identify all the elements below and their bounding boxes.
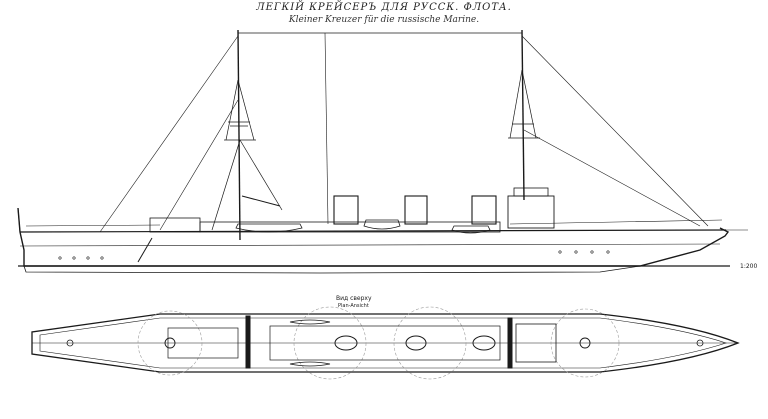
plan-view: [31, 306, 740, 380]
fore-mast-rigging-detail: [508, 69, 540, 139]
plan-main-mast-bar: [245, 315, 251, 369]
plan-deck-edge: [39, 317, 727, 369]
scale-mark: 1:200: [740, 263, 757, 270]
boat-middle: [363, 219, 401, 230]
hull-bottom: [23, 265, 641, 274]
bridge-top: [513, 187, 549, 197]
portholes: [58, 250, 610, 260]
funnel-aft: [333, 195, 359, 225]
plan-capstan-fore: [696, 339, 704, 347]
funnel-forward: [471, 195, 497, 225]
plan-funnel-middle: [405, 335, 427, 351]
plan-bridge: [515, 323, 557, 363]
plan-label: Вид сверху: [336, 295, 372, 302]
main-deck-line: [19, 229, 727, 233]
plan-funnel-forward: [472, 335, 496, 351]
main-mast: [237, 29, 241, 241]
gun-training-arcs: [137, 306, 620, 380]
ensign-staff: [17, 207, 21, 233]
plan-capstan-aft: [66, 339, 74, 347]
side-elevation: [17, 29, 748, 274]
sheer-line: [19, 243, 721, 247]
plan-boat-lower: [289, 361, 331, 367]
boat-derrick: [241, 195, 281, 207]
main-mast-rigging-detail: [211, 79, 283, 231]
plan-sublabel: Plan-Ansicht: [338, 303, 369, 309]
plan-funnel-aft: [334, 335, 358, 351]
plan-boat-upper: [289, 319, 331, 325]
plan-aft-house: [167, 327, 239, 359]
hull-outline: [17, 207, 730, 267]
quarterdeck-rail: [25, 224, 161, 227]
stays: [99, 35, 709, 233]
plan-fore-mast-bar: [507, 317, 513, 369]
midship-deckhouse: [199, 221, 501, 233]
boat-aft: [235, 223, 303, 233]
plan-gun-aft: [164, 337, 176, 349]
aerial-downlead: [324, 32, 329, 225]
forecastle-rail: [509, 219, 723, 225]
drawing-title-russian: ЛЕГКІЙ КРЕЙСЕРЪ ДЛЯ РУССК. ФЛОТА.: [256, 2, 512, 13]
plan-gun-fore: [579, 337, 591, 349]
fore-mast: [521, 29, 525, 201]
boat-forward: [451, 225, 491, 234]
drawing-title-german: Kleiner Kreuzer für die russische Marine…: [288, 15, 480, 25]
funnel-middle: [404, 195, 428, 225]
accommodation-ladder: [137, 237, 153, 263]
plan-midship-house: [269, 325, 501, 361]
